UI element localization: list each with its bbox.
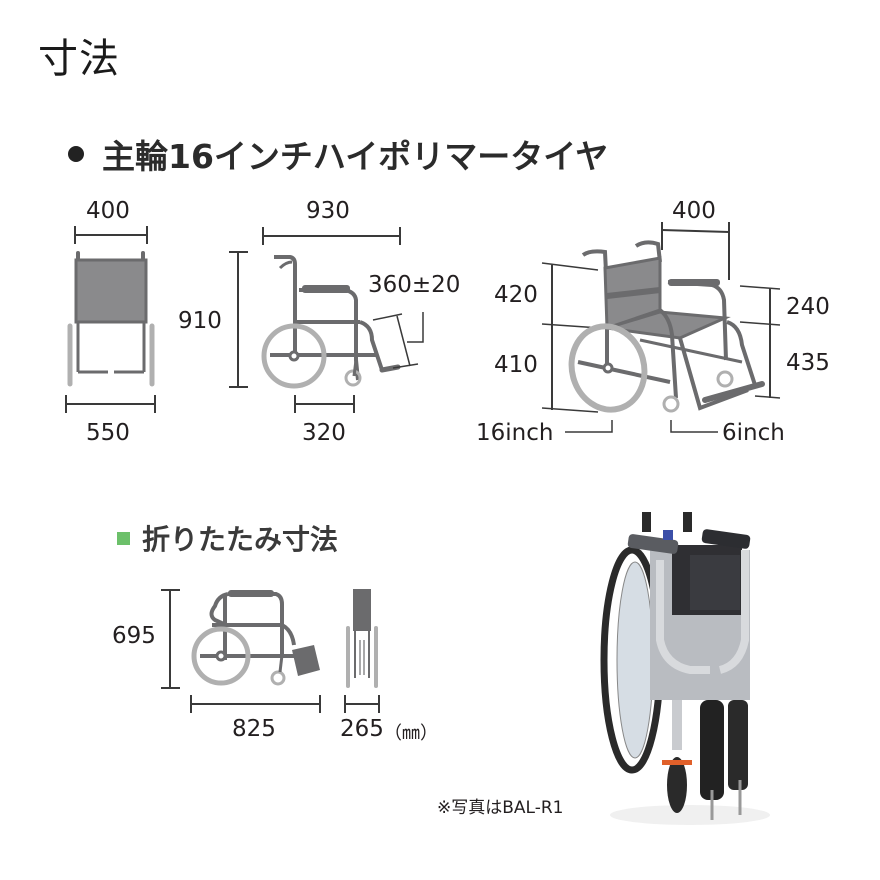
perspective-view-diagram [541,222,781,433]
side-wheelbase-label: 320 [302,420,346,446]
photo-caption: ※写真はBAL-R1 [437,798,564,818]
persp-back-height-label: 420 [494,282,538,308]
side-view-diagram [229,227,424,413]
folded-front-diagram [344,589,380,713]
folded-height-label: 695 [112,623,156,649]
persp-armrest-height-label: 240 [786,294,830,320]
caster-size-label: 6inch [722,420,785,446]
page-title: 寸法 [38,36,120,82]
folded-section-heading-text: 折りたたみ寸法 [142,523,339,556]
folded-length-label: 825 [232,716,276,742]
folded-side-diagram [161,589,321,713]
side-overall-length-label: 930 [306,198,350,224]
front-seat-width-label: 400 [86,198,130,224]
persp-front-seat-height-label: 435 [786,350,830,376]
side-overall-height-label: 910 [178,308,222,334]
side-leg-length-label: 360±20 [368,272,461,298]
persp-seat-height-label: 410 [494,352,538,378]
folded-width-label: 265 [340,716,384,742]
folded-section-heading: 折りたたみ寸法 [117,518,338,558]
persp-seat-width-label: 400 [672,198,716,224]
folded-wheelchair-photo [600,512,770,825]
main-wheel-size-label: 16inch [476,420,554,446]
main-section-heading-text: 主輪16インチハイポリマータイヤ [102,137,609,176]
main-section-heading: 主輪16インチハイポリマータイヤ [68,130,608,178]
front-overall-width-label: 550 [86,420,130,446]
front-view-diagram [65,226,156,413]
green-square-bullet-icon [117,531,130,545]
unit-label: （㎜） [384,723,438,744]
bullet-icon [68,146,84,162]
